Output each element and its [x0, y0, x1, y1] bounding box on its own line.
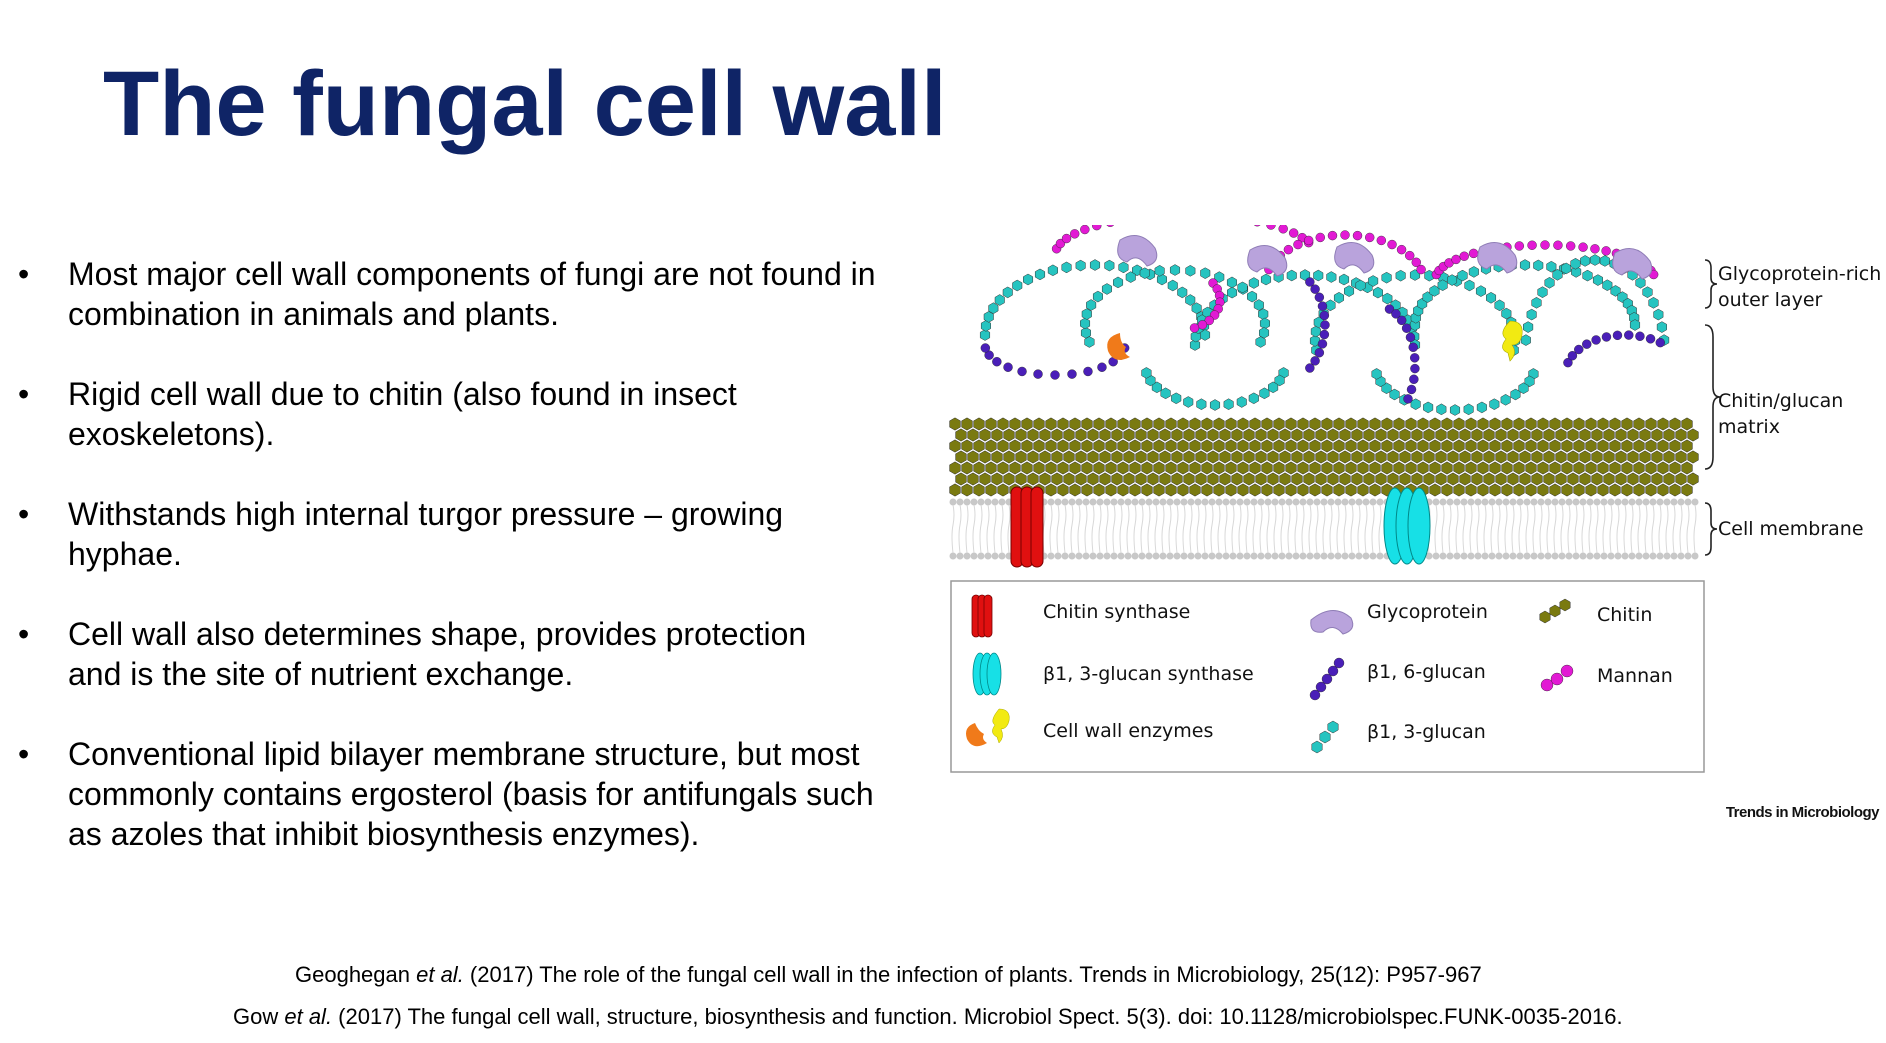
chitin-layer [949, 417, 1699, 497]
label-outer-layer-line1: Glycoprotein-rich [1718, 263, 1881, 285]
legend-icons [966, 594, 1574, 754]
label-matrix-line2: matrix [1718, 416, 1780, 438]
legend-label-chitin-synthase: Chitin synthase [1043, 601, 1190, 623]
reference-2-author: Gow [233, 1004, 285, 1029]
bullet-item: • Rigid cell wall due to chitin (also fo… [16, 374, 896, 454]
bullet-item: • Cell wall also determines shape, provi… [16, 614, 896, 694]
reference-1: Geoghegan et al. (2017) The role of the … [295, 962, 1886, 988]
legend-label-glucan-synthase: β1, 3-glucan synthase [1043, 663, 1254, 685]
bullet-item: • Most major cell wall components of fun… [16, 254, 896, 334]
legend-label-chitin: Chitin [1597, 604, 1652, 626]
bullet-text: Withstands high internal turgor pressure… [68, 496, 784, 572]
label-cell-membrane: Cell membrane [1718, 518, 1864, 540]
bullet-text: Conventional lipid bilayer membrane stru… [68, 736, 874, 852]
bullet-marker: • [18, 736, 30, 772]
source-credit: Trends in Microbiology [1726, 804, 1880, 821]
membrane-proteins [1010, 486, 1431, 568]
bullet-item: • Conventional lipid bilayer membrane st… [16, 734, 896, 854]
bullet-list: • Most major cell wall components of fun… [16, 254, 896, 894]
bullet-marker: • [18, 256, 30, 292]
cell-membrane [949, 498, 1699, 560]
legend-label-b16-glucan: β1, 6-glucan [1367, 661, 1486, 683]
glucan-network [979, 225, 1670, 416]
label-matrix-line1: Chitin/glucan [1718, 390, 1843, 412]
bullet-marker: • [18, 496, 30, 532]
cell-wall-diagram: Glycoprotein-rich outer layer Chitin/glu… [949, 225, 1881, 821]
legend-label-cell-wall-enzymes: Cell wall enzymes [1043, 720, 1213, 742]
legend-label-b13-glucan: β1, 3-glucan [1367, 721, 1486, 743]
reference-1-etal: et al. [416, 962, 464, 987]
reference-2: Gow et al. (2017) The fungal cell wall, … [233, 1004, 1886, 1030]
bullet-marker: • [18, 376, 30, 412]
bullet-text: Rigid cell wall due to chitin (also foun… [68, 376, 737, 452]
reference-1-author: Geoghegan [295, 962, 417, 987]
label-outer-layer-line2: outer layer [1718, 289, 1823, 311]
bullet-marker: • [18, 616, 30, 652]
legend-label-glycoprotein: Glycoprotein [1367, 601, 1488, 623]
slide-title: The fungal cell wall [103, 53, 947, 155]
reference-2-text: (2017) The fungal cell wall, structure, … [332, 1004, 1623, 1029]
bullet-item: • Withstands high internal turgor pressu… [16, 494, 896, 574]
reference-2-etal: et al. [284, 1004, 333, 1029]
bullet-text: Cell wall also determines shape, provide… [68, 616, 807, 692]
layer-braces [1704, 259, 1721, 556]
reference-1-text: (2017) The role of the fungal cell wall … [463, 962, 1482, 987]
legend-label-mannan: Mannan [1597, 665, 1673, 687]
bullet-text: Most major cell wall components of fungi… [68, 256, 876, 332]
